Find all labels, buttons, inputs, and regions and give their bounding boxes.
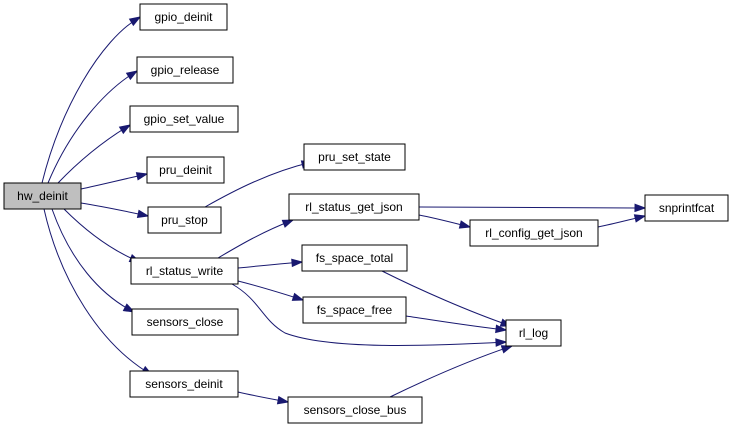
node-hw-deinit[interactable]: hw_deinit xyxy=(3,182,82,210)
node-label: rl_status_write xyxy=(146,264,224,278)
edge-rl-status-write-to-rl-status-get-json xyxy=(217,219,294,259)
node-label: pru_deinit xyxy=(159,163,212,177)
arrowhead xyxy=(495,324,508,334)
node-label: sensors_close_bus xyxy=(304,403,407,417)
arrowhead xyxy=(634,203,647,213)
edge-hw-deinit-to-rl-status-write xyxy=(63,208,141,263)
edge-hw-deinit-to-gpio-release xyxy=(47,70,138,184)
function-nodes: hw_deinit gpio_deinit gpio_release gpio_… xyxy=(3,3,729,424)
arrowhead xyxy=(125,70,139,81)
node-pru-set-state[interactable]: pru_set_state xyxy=(303,143,406,171)
node-rl-status-get-json[interactable]: rl_status_get_json xyxy=(288,193,420,221)
node-label: rl_log xyxy=(519,326,548,340)
node-pru-deinit[interactable]: pru_deinit xyxy=(146,156,225,184)
arrowhead xyxy=(136,209,150,219)
node-label: hw_deinit xyxy=(17,189,68,203)
arrowhead xyxy=(135,172,149,181)
edge-rl-status-write-to-rl-log xyxy=(231,283,507,346)
edge-hw-deinit-to-sensors-close xyxy=(51,208,135,313)
edge-rl-status-get-json-to-snprintfcat xyxy=(418,206,646,209)
node-gpio-release[interactable]: gpio_release xyxy=(136,56,234,84)
edge-pru-stop-to-pru-set-state xyxy=(204,161,313,208)
node-sensors-close[interactable]: sensors_close xyxy=(131,308,239,336)
arrowhead xyxy=(118,124,132,135)
node-rl-config-get-json[interactable]: rl_config_get_json xyxy=(469,219,599,247)
node-label: pru_set_state xyxy=(318,150,391,164)
node-label: rl_config_get_json xyxy=(485,226,582,240)
arrowhead xyxy=(633,214,647,223)
node-rl-status-write[interactable]: rl_status_write xyxy=(130,257,239,285)
node-label: pru_stop xyxy=(161,213,208,227)
node-label: fs_space_free xyxy=(317,303,393,317)
node-snprintfcat[interactable]: snprintfcat xyxy=(644,194,729,222)
node-label: sensors_close xyxy=(147,315,224,329)
arrowhead xyxy=(291,292,305,301)
node-sensors-deinit[interactable]: sensors_deinit xyxy=(129,370,239,398)
edge-hw-deinit-to-gpio-deinit xyxy=(41,16,141,184)
edge-fs-space-total-to-rl-log xyxy=(381,270,512,327)
edge-fs-space-free-to-rl-log xyxy=(405,315,507,331)
node-label: fs_space_total xyxy=(316,251,393,265)
node-rl-log[interactable]: rl_log xyxy=(505,319,562,347)
edge-hw-deinit-to-sensors-deinit xyxy=(43,208,153,376)
arrowhead xyxy=(458,220,472,229)
node-label: sensors_deinit xyxy=(145,377,223,391)
node-gpio-deinit[interactable]: gpio_deinit xyxy=(139,3,228,31)
node-pru-stop[interactable]: pru_stop xyxy=(147,206,222,234)
node-label: gpio_deinit xyxy=(154,10,213,24)
node-label: gpio_set_value xyxy=(144,112,225,126)
arrowhead xyxy=(122,303,136,313)
node-label: gpio_release xyxy=(151,63,220,77)
node-fs-space-total[interactable]: fs_space_total xyxy=(301,244,408,272)
node-gpio-set-value[interactable]: gpio_set_value xyxy=(129,105,239,133)
arrowhead xyxy=(500,345,514,354)
arrowhead xyxy=(281,219,295,228)
arrowhead xyxy=(495,338,508,347)
arrowhead xyxy=(291,258,304,268)
edge-sensors-close-bus-to-rl-log xyxy=(389,345,513,398)
node-fs-space-free[interactable]: fs_space_free xyxy=(302,296,407,324)
arrowhead xyxy=(276,395,290,405)
edge-hw-deinit-to-gpio-set-value xyxy=(57,124,131,184)
node-label: rl_status_get_json xyxy=(305,200,402,214)
node-label: snprintfcat xyxy=(659,201,715,215)
arrowhead xyxy=(128,16,142,27)
node-sensors-close-bus[interactable]: sensors_close_bus xyxy=(287,396,423,424)
